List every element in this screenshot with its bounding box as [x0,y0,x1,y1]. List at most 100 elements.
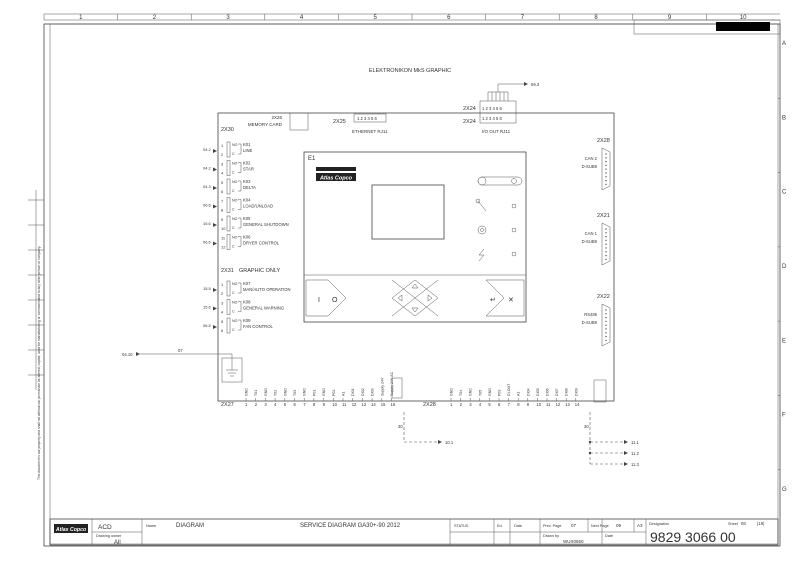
terminal-pin: 14 [371,402,376,407]
common-contact-label: C [232,291,235,295]
dsub-connector-type: D-SUB9 [582,164,598,169]
terminal-signal: GND [469,388,473,396]
arrow-right-icon[interactable] [427,294,433,302]
enter-escape-key[interactable]: ↵ ✕ [485,279,525,317]
dsub-connector-id: 2X22 [597,294,610,300]
title-block [49,518,779,546]
ground-wire-no: 07 [178,348,183,353]
edition-label: Ed. [497,524,503,528]
bottom-wiring [391,377,628,466]
arrow-down-icon[interactable] [411,307,419,313]
column-label: 10 [740,15,747,21]
column-label: 2 [153,15,157,21]
title-block-brand: Atlas Copco [55,527,86,533]
e1-label: E1 [308,156,316,162]
terminal-pin: 1 [450,402,453,407]
terminal-signal: GND [303,388,307,396]
terminal-signal: DI02 [361,388,365,396]
terminal-signal: GND [450,388,454,396]
no-contact-label: NO [232,217,238,221]
date-label: Date [514,524,522,528]
relay-pin: 8 [221,208,224,213]
terminal-signal: T04 [459,390,463,396]
column-label: 6 [447,15,451,21]
relay-name: K06 [243,235,251,240]
relay-pin: 12 [221,245,226,250]
document-title: SERVICE DIAGRAM GA30+-90 2012 [300,523,401,529]
navigation-key[interactable] [391,279,439,317]
terminal-pin: 8 [313,402,316,407]
status-icons [477,176,523,257]
designation-number: 9829 3066 00 [650,529,736,545]
lightning-icon [478,248,485,262]
terminal-signal: T01 [254,390,258,396]
terminal-pin: 6 [294,402,297,407]
ref-11-1: 11.1 [631,440,640,445]
relay-ref: 04.3 [203,184,212,189]
terminal-signal: T02 [274,390,278,396]
next-page-value: 09 [616,523,622,528]
terminal-pin: 9 [323,402,326,407]
relay-desc: LOAD/UNLOAD [243,204,273,209]
row-label: C [782,190,787,196]
relay-ref: 06.6 [203,203,212,208]
relay-ref: 04.2 [203,166,212,171]
sheet-value: 08 [741,521,746,526]
status-label: STATUS [454,524,469,528]
terminal-pin: 10 [536,402,541,407]
terminal-pin: 5 [488,402,491,407]
terminal-signal: P03 [498,390,502,396]
relay-pin: 7 [221,199,224,204]
common-contact-label: C [232,245,235,249]
terminal-signal: A1 [517,392,521,396]
module-outline [217,112,615,402]
x28-bottom-id: 2X28 [423,402,436,408]
terminal-pin: 12 [556,402,561,407]
no-contact-label: NO [232,162,238,166]
terminal-pin: 11 [546,402,551,407]
x31-id: 2X31 [221,268,234,274]
common-contact-label: C [232,171,235,175]
relay-name: K01 [243,142,251,147]
x28-terminal-block: GND1T042GND3T054GND5P036DI-OUT7A18DI049D… [450,383,581,407]
x25-id: 2X25 [333,119,346,125]
memory-card-slot [289,113,309,131]
relay-desc: DELTA [243,185,256,190]
common-contact-label: C [232,152,235,156]
column-label: 7 [521,15,525,21]
x24-pins-top: 1 2 3 4 5 6 [482,106,502,111]
terminal-signal: GND [245,388,249,396]
row-label: D [782,264,787,270]
terminal-signal: T05 [478,390,482,396]
sheet-total: (19) [757,521,765,526]
relay-desc: GENERAL WARNING [243,306,284,311]
start-stop-key[interactable]: I O [305,279,347,317]
x31-title: GRAPHIC ONLY [239,268,280,274]
header-black-bar [716,22,770,31]
relay-desc: FAN CONTROL [243,324,273,329]
terminal-pin: 9 [527,402,530,407]
terminal-pin: 1 [245,402,248,407]
row-label: A [782,41,786,47]
terminal-signal: GND [322,388,326,396]
designation-label: Designation [649,522,669,526]
arrow-left-icon[interactable] [397,294,403,302]
column-label: 1 [79,15,83,21]
relay-ref: 15.6 [203,221,212,226]
wrench-icon [475,198,487,212]
relay-name: K03 [243,179,251,184]
terminal-signal: GND [488,388,492,396]
enter-key-label: ↵ [490,297,496,304]
arrow-up-icon[interactable] [411,283,419,289]
terminal-pin: 12 [352,402,357,407]
brand-logo-text: Atlas Copco [319,176,353,182]
relay-pin: 3 [221,162,224,167]
acd-label: ACD [98,524,112,531]
relay-pin: 6 [221,189,224,194]
terminal-signal: GND [264,388,268,396]
terminal-pin: 4 [479,402,482,407]
